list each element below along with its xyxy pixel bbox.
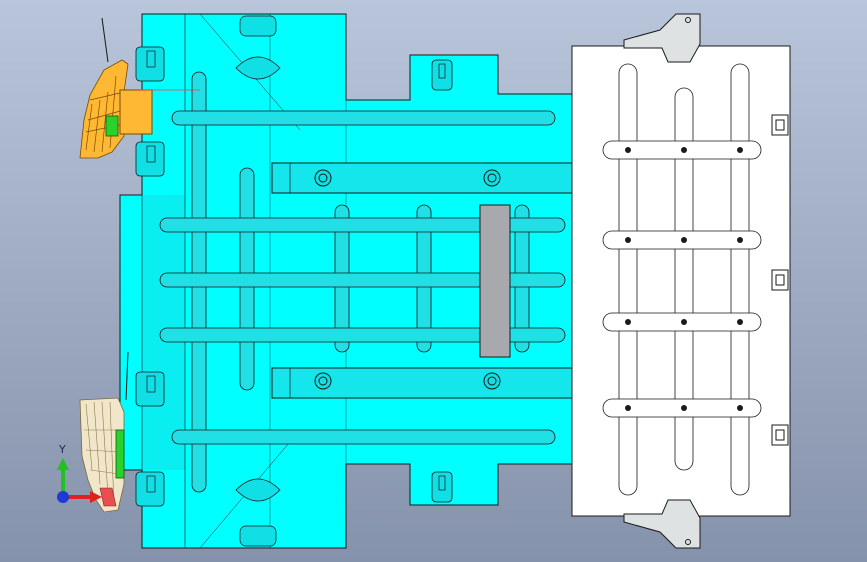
fixture-axis-line [125, 351, 129, 401]
grid-node-icon [681, 237, 687, 243]
locator-pin-marker [105, 115, 119, 137]
bolt-hole-icon [318, 376, 328, 386]
mounting-tab-slot [146, 475, 156, 493]
grid-node-icon [681, 147, 687, 153]
mounting-tab-slot [146, 375, 156, 393]
mounting-tab [431, 471, 453, 503]
bolt-hole-icon [483, 169, 501, 187]
horizontal-rib [171, 110, 556, 126]
upper-fixture-stripes [85, 75, 125, 153]
side-tab-hole [775, 429, 785, 441]
edge-boss [239, 525, 277, 547]
locator-pin-marker [115, 429, 125, 479]
bolt-hole-icon [483, 372, 501, 390]
lower-fixture-red-accent [99, 487, 117, 507]
left-lower-fixture[interactable] [79, 351, 129, 513]
grid-vertical-rib [618, 63, 638, 496]
mounting-tab-slot [146, 50, 156, 68]
grid-node-icon [625, 237, 631, 243]
grid-node-icon [681, 319, 687, 325]
horizontal-rib [171, 429, 556, 445]
z-axis-dot [57, 491, 69, 503]
grid-node-icon [681, 405, 687, 411]
white-plate-grid-ribs [602, 63, 762, 496]
bolt-hole-icon [487, 173, 497, 183]
grid-node-icon [737, 147, 743, 153]
mounting-tab [135, 471, 165, 507]
y-axis-label: Y [58, 443, 66, 456]
bolt-hole-icon [318, 173, 328, 183]
bolt-hole-icon [487, 376, 497, 386]
mounting-tab-slot [146, 145, 156, 163]
grid-node-icon [625, 405, 631, 411]
fixture-axis-line [101, 17, 109, 63]
horizontal-rib [159, 327, 566, 343]
grid-node-icon [625, 319, 631, 325]
mounting-tab [431, 59, 453, 91]
grid-node-icon [737, 405, 743, 411]
top-mounting-ear [623, 13, 701, 63]
plate-mounting-features [135, 15, 453, 547]
y-axis-arrowhead [57, 458, 69, 470]
reinforcement-ribs [159, 71, 566, 493]
corner-boss [235, 478, 281, 502]
right-white-plate[interactable] [571, 13, 791, 549]
mounting-tab [135, 141, 165, 177]
grid-vertical-rib [730, 63, 750, 496]
rectangular-slot [479, 204, 511, 358]
horizontal-rib [159, 272, 566, 288]
ear-hole-icon [685, 17, 691, 23]
ear-hole-icon [685, 539, 691, 545]
corner-boss [235, 56, 281, 80]
upper-fixture-block [119, 89, 153, 135]
side-tab-hole [775, 274, 785, 286]
edge-boss [239, 15, 277, 37]
bolt-hole-icon [314, 169, 332, 187]
mounting-tab-slot [438, 63, 446, 79]
horizontal-rib [159, 217, 566, 233]
x-axis-arrowhead [90, 491, 102, 503]
grid-node-icon [737, 237, 743, 243]
lower-fixture-stripes [84, 401, 123, 507]
grid-node-icon [625, 147, 631, 153]
mounting-tab [135, 46, 165, 82]
side-tab-hole [775, 119, 785, 131]
bottom-mounting-ear [623, 499, 701, 549]
left-upper-fixture[interactable] [79, 17, 200, 159]
grid-vertical-rib [674, 87, 694, 471]
mounting-tab [135, 371, 165, 407]
bolt-hole-icon [314, 372, 332, 390]
mounting-tab-slot [438, 475, 446, 491]
grid-node-icon [737, 319, 743, 325]
